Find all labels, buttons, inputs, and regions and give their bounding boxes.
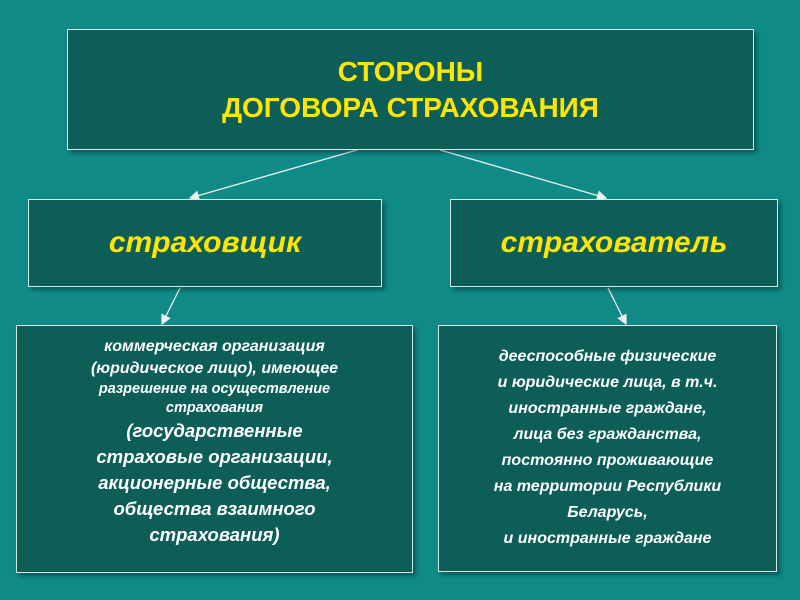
insured-desc-line: дееспособные физические xyxy=(498,348,717,365)
insurer-box: страховщик xyxy=(28,199,382,287)
arrow-insured-to-description xyxy=(607,287,627,326)
insured-desc-line: и юридические лица, в т.ч. xyxy=(497,374,718,391)
insurer-desc-line: (государственные xyxy=(126,420,303,441)
insurer-desc-line: страхования) xyxy=(149,524,280,545)
insurer-desc-line: коммерческая организация xyxy=(104,338,325,355)
insured-description: дееспособные физические и юридические ли… xyxy=(494,344,721,552)
insurer-desc-line: общества взаимного xyxy=(113,498,316,519)
diagram-title: СТОРОНЫ ДОГОВОРА СТРАХОВАНИЯ xyxy=(222,54,599,126)
insurer-desc-line: страхования xyxy=(165,400,264,416)
insured-box: страхователь xyxy=(450,199,778,287)
title-line-1: СТОРОНЫ xyxy=(337,55,484,87)
insurer-description-box: коммерческая организация (юридическое ли… xyxy=(16,325,413,573)
title-box: СТОРОНЫ ДОГОВОРА СТРАХОВАНИЯ xyxy=(67,29,754,150)
insurer-desc-line: страховые организации, xyxy=(96,446,333,467)
insured-desc-line: на территории Республики xyxy=(493,478,722,495)
insured-desc-line: и иностранные граждане xyxy=(503,530,712,547)
insurer-desc-line: акционерные общества, xyxy=(98,472,331,493)
insurer-description: коммерческая организация (юридическое ли… xyxy=(91,336,338,548)
insured-description-box: дееспособные физические и юридические ли… xyxy=(438,325,777,572)
insurer-desc-line: (юридическое лицо), имеющее xyxy=(90,360,339,377)
arrow-insurer-to-description xyxy=(161,287,181,326)
title-line-2: ДОГОВОРА СТРАХОВАНИЯ xyxy=(222,91,599,123)
arrow-title-to-insurer xyxy=(188,149,358,201)
insurer-desc-line: разрешение на осуществление xyxy=(98,381,331,397)
insured-desc-line: лица без гражданства, xyxy=(513,426,702,443)
insurer-label: страховщик xyxy=(108,226,302,259)
insured-desc-line: иностранные граждане, xyxy=(508,400,707,417)
insured-label: страхователь xyxy=(500,226,728,259)
insured-desc-line: Беларусь, xyxy=(567,504,648,521)
insured-desc-line: постоянно проживающие xyxy=(501,452,714,469)
arrow-title-to-insured xyxy=(439,149,608,201)
